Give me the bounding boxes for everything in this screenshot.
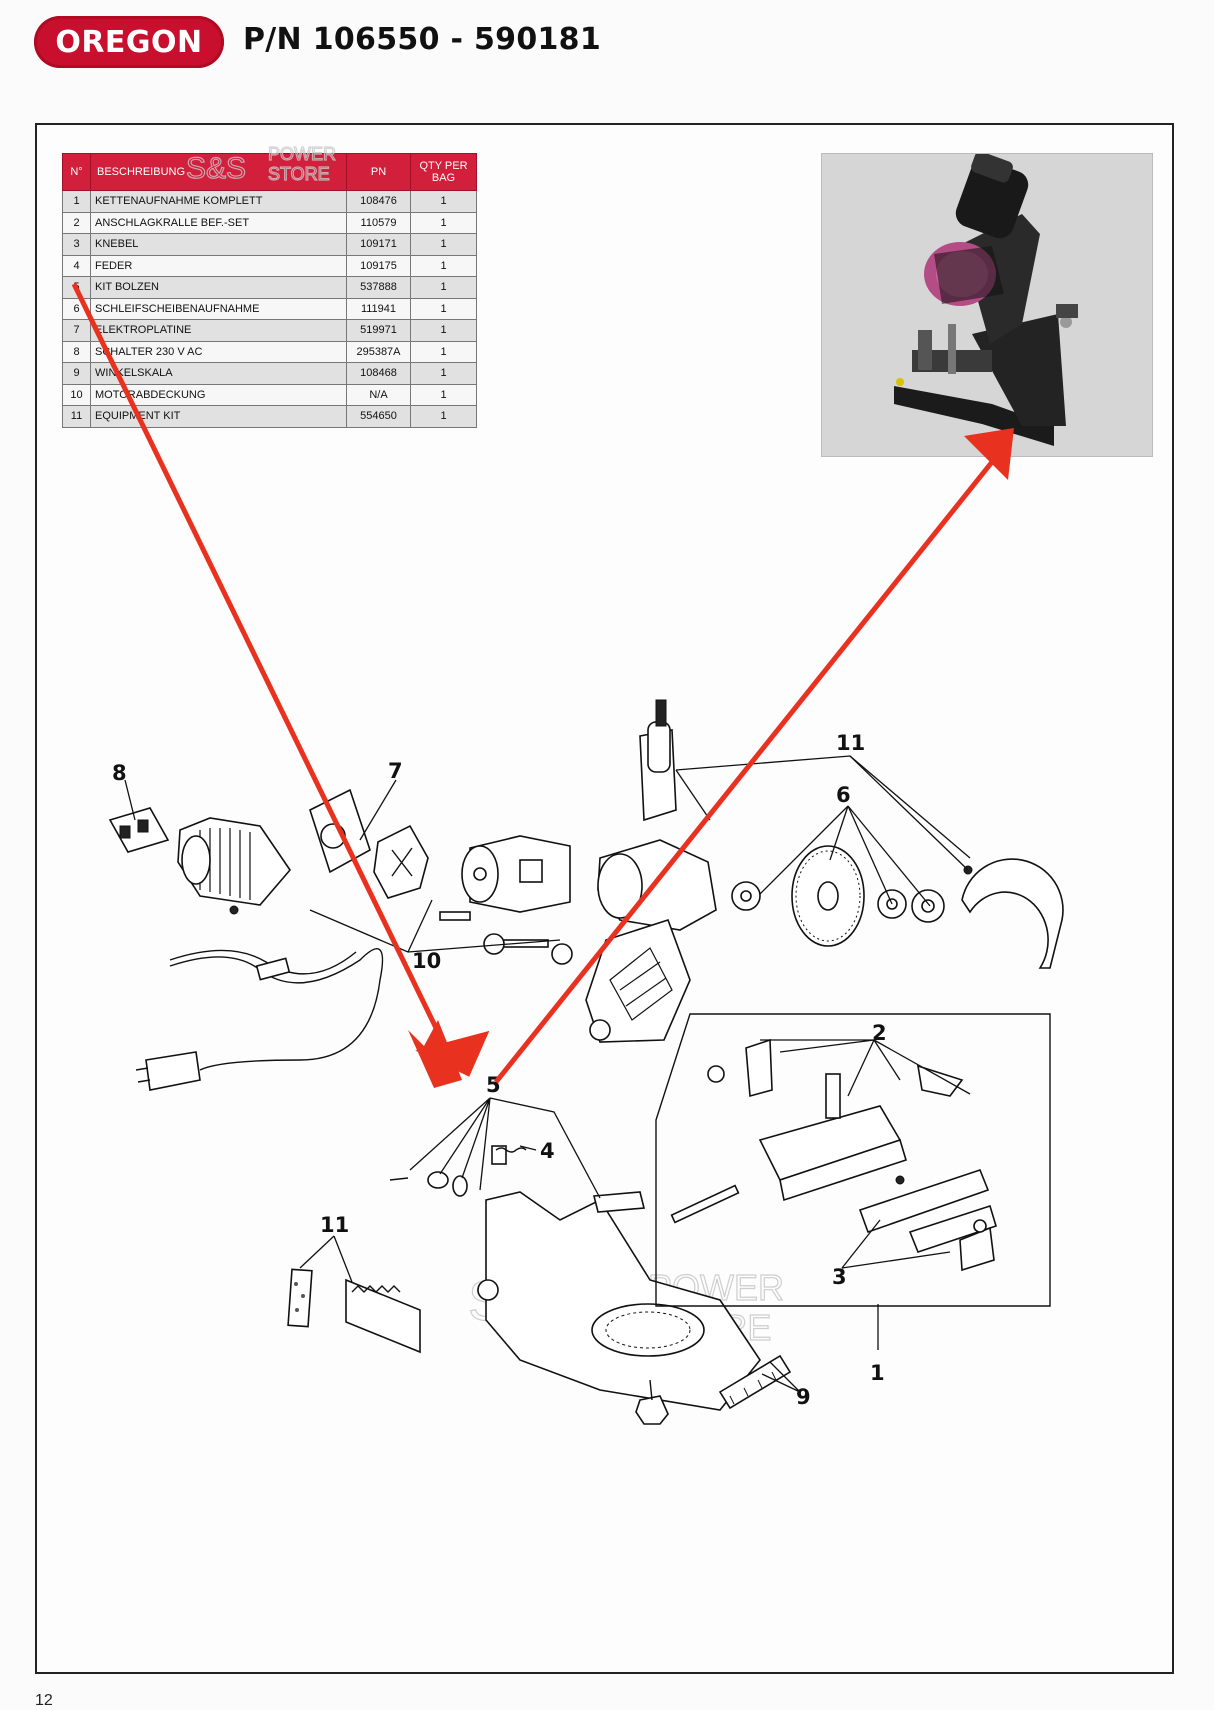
row-number: 10 — [62, 383, 91, 406]
row-description: KETTENAUFNAHME KOMPLETT — [90, 190, 347, 213]
callout-3: 3 — [832, 1265, 847, 1289]
row-part-number: 519971 — [346, 319, 411, 342]
part-number-title: P/N 106550 - 590181 — [243, 22, 602, 57]
row-quantity: 1 — [410, 190, 477, 213]
svg-text:S&S: S&S — [186, 152, 246, 185]
row-number: 3 — [62, 233, 91, 256]
table-header-row: N° BESCHREIBUNG PN QTY PER BAG — [62, 153, 477, 191]
row-number: 8 — [62, 340, 91, 363]
row-number: 9 — [62, 362, 91, 385]
bolt-kit-part — [389, 1145, 646, 1213]
power-cable-part — [135, 948, 384, 1091]
row-number: 2 — [62, 211, 91, 234]
sharpener-illustration — [822, 154, 1152, 456]
row-description: MOTORABDECKUNG — [90, 383, 347, 406]
row-quantity: 1 — [410, 233, 477, 256]
callout-4: 4 — [540, 1139, 555, 1163]
row-description: FEDER — [90, 254, 347, 277]
row-description: KIT BOLZEN — [90, 276, 347, 299]
callout-8: 8 — [112, 761, 127, 785]
switch-part — [108, 807, 170, 853]
chain-vise-subassembly — [655, 1013, 1051, 1307]
row-number: 1 — [62, 190, 91, 213]
callout-1: 1 — [870, 1361, 885, 1385]
sharpener-photo — [821, 153, 1153, 457]
row-number: 11 — [62, 405, 91, 428]
callout-11-top: 11 — [836, 731, 865, 755]
oregon-logo: OREGON — [34, 16, 224, 68]
row-quantity: 1 — [410, 319, 477, 342]
row-part-number: 109171 — [346, 233, 411, 256]
callout-6: 6 — [836, 783, 851, 807]
row-part-number: 537888 — [346, 276, 411, 299]
leader-lines — [124, 755, 971, 1393]
watermark-table: S&S POWER STORE — [185, 143, 336, 185]
page-number: 12 — [35, 1692, 53, 1709]
callout-11-bottom: 11 — [320, 1213, 349, 1237]
callout-labels: 1 2 3 4 5 6 7 8 9 10 11 11 — [112, 731, 887, 1409]
row-quantity: 1 — [410, 276, 477, 299]
motor-part — [461, 835, 571, 913]
row-description: KNEBEL — [90, 233, 347, 256]
row-quantity: 1 — [410, 362, 477, 385]
row-quantity: 1 — [410, 405, 477, 428]
red-arrowhead-down — [415, 1030, 490, 1077]
col-desc-header: BESCHREIBUNG — [90, 153, 347, 191]
arm-housing-part — [585, 699, 717, 1043]
row-quantity: 1 — [410, 340, 477, 363]
row-quantity: 1 — [410, 211, 477, 234]
col-pn-header: PN — [346, 153, 411, 191]
svg-text:POWER: POWER — [268, 144, 336, 164]
row-quantity: 1 — [410, 254, 477, 277]
row-quantity: 1 — [410, 383, 477, 406]
red-arrowhead-photo — [964, 428, 1014, 480]
red-arrowhead-5 — [408, 1020, 462, 1088]
equipment-kit-part — [287, 1268, 421, 1354]
red-arrows — [71, 282, 1014, 1088]
row-description: WINKELSKALA — [90, 362, 347, 385]
row-description: ELEKTROPLATINE — [90, 319, 347, 342]
row-description: ANSCHLAGKRALLE BEF.-SET — [90, 211, 347, 234]
col-no-header: N° — [62, 153, 91, 191]
callout-2: 2 — [872, 1021, 887, 1045]
row-part-number: 554650 — [346, 405, 411, 428]
row-description: SCHALTER 230 V AC — [90, 340, 347, 363]
grinding-wheel-part — [731, 845, 1064, 969]
callout-9: 9 — [796, 1385, 811, 1409]
col-qty-header: QTY PER BAG — [410, 153, 477, 191]
callout-10: 10 — [412, 949, 441, 973]
row-number: 7 — [62, 319, 91, 342]
callout-7: 7 — [388, 759, 403, 783]
base-part — [477, 1191, 792, 1425]
motor-housing-part — [177, 817, 292, 906]
row-description: SCHLEIFSCHEIBENAUFNAHME — [90, 297, 347, 320]
svg-text:STORE: STORE — [268, 164, 330, 184]
